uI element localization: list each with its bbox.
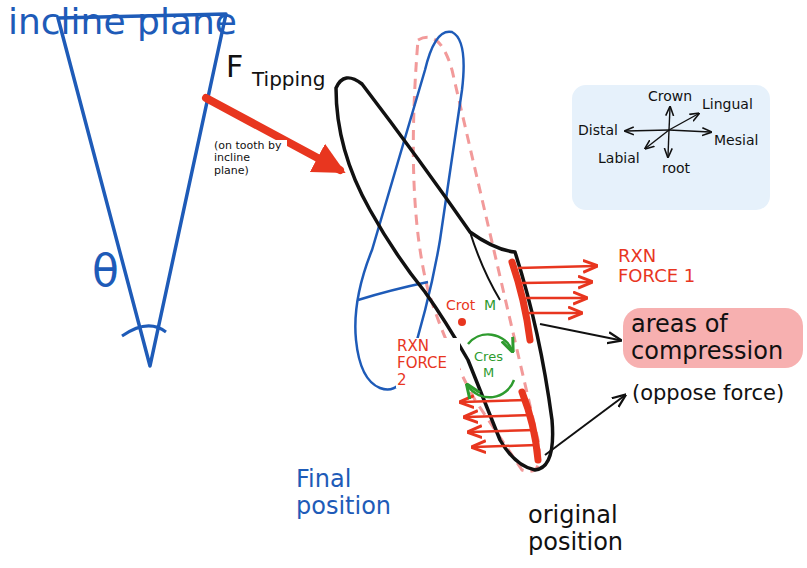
direction-label: Distal [578,123,618,139]
center-of-rotation-dot [458,318,466,326]
incline-plane [58,14,226,366]
reaction-force-arrows [518,266,595,313]
intermediate-tooth-outline [413,37,539,471]
position-label: Final position [296,466,421,520]
direction-label: Mesial [714,133,758,149]
leader-arrow [540,324,624,455]
moment-label: M [484,298,496,314]
position-label: original position [528,502,678,556]
highlight-band: areas of compression [623,308,803,368]
direction-label: Labial [598,151,640,167]
note: (on tooth by incline plane) [213,140,287,177]
title: incline plane [8,2,237,42]
callout-text: areas of compression [631,311,795,365]
force-label: RXN FORCE 2 [396,338,460,388]
force-symbol: F [226,50,243,84]
center-label: Crot [446,298,475,314]
center-label: Cres [474,350,503,365]
reaction-force-arrows [462,400,537,447]
moment-arrows [468,334,514,397]
direction-compass [572,85,770,210]
angle-symbol: θ [92,246,119,295]
force-subscript: Tipping [252,68,325,90]
note: (oppose force) [632,382,784,406]
direction-label: Crown [648,89,692,105]
direction-label: root [662,161,690,177]
moment-label: M [483,366,494,381]
direction-compass-box: CrownLingualDistalMesialLabial root [572,85,770,210]
original-tooth-outline [336,78,553,470]
force-label: RXN FORCE 1 [618,246,718,286]
direction-label: Lingual [702,97,753,113]
